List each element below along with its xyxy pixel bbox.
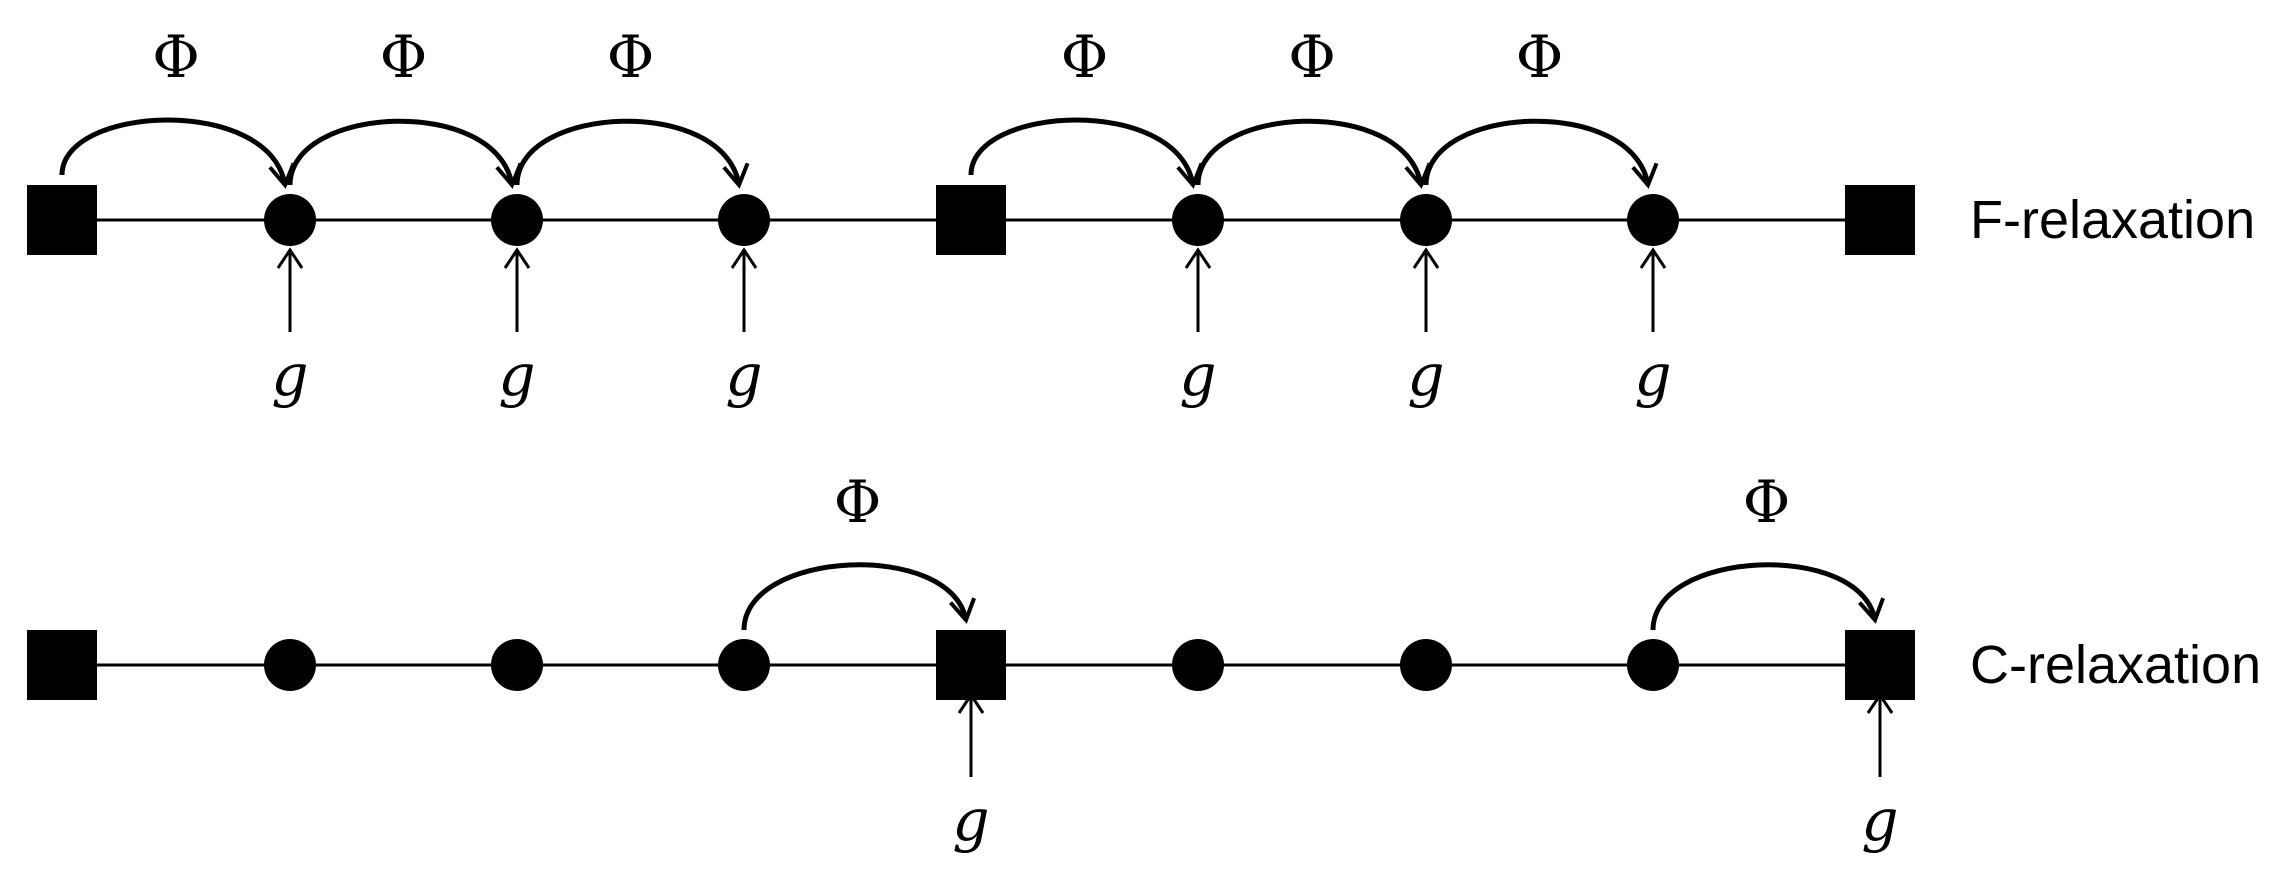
propagation-arrow <box>1195 118 1432 189</box>
propagation-arrow <box>1423 118 1659 189</box>
coarse-point-square <box>936 185 1006 255</box>
propagation-arrow <box>741 562 976 631</box>
fine-point-dot <box>1172 194 1224 246</box>
fine-point-dot <box>1627 194 1679 246</box>
fine-point-dot <box>491 194 543 246</box>
propagation-arrow <box>59 117 296 189</box>
forcing-arrowhead <box>276 247 304 269</box>
coarse-point-square <box>27 185 97 255</box>
propagation-arrow <box>968 117 1204 189</box>
fine-point-dot <box>1400 639 1452 691</box>
relaxation-label: C-relaxation <box>1970 635 2261 695</box>
phi-label: Φ <box>1288 23 1336 91</box>
coarse-point-square <box>1845 630 1915 700</box>
fine-point-dot <box>1400 194 1452 246</box>
forcing-arrowhead <box>503 247 531 269</box>
fine-point-dot <box>1172 639 1224 691</box>
coarse-point-square <box>27 630 97 700</box>
phi-label: Φ <box>1516 23 1564 91</box>
g-label: g <box>498 341 535 409</box>
phi-label: Φ <box>1743 468 1791 536</box>
phi-label: Φ <box>152 23 200 91</box>
g-label: g <box>725 341 762 409</box>
propagation-arrow <box>1650 562 1885 631</box>
g-label: g <box>1407 341 1444 409</box>
propagation-arrow <box>514 118 750 189</box>
c-relaxation-row: Φ Φg g C-relaxation <box>27 468 2261 854</box>
phi-label: Φ <box>607 23 655 91</box>
forcing-arrowhead <box>730 247 758 269</box>
fine-point-dot <box>1627 639 1679 691</box>
g-label: g <box>1634 341 1671 409</box>
f-relaxation-row: Φ Φ Φ Φ Φ Φg g g g g g F-relaxation <box>27 23 2255 409</box>
propagation-arrow <box>287 118 523 189</box>
g-label: g <box>1861 786 1898 854</box>
fine-point-dot <box>264 194 316 246</box>
g-label: g <box>271 341 308 409</box>
coarse-point-square <box>936 630 1006 700</box>
g-label: g <box>952 786 989 854</box>
forcing-arrowhead <box>1184 247 1212 269</box>
phi-label: Φ <box>380 23 428 91</box>
g-label: g <box>1179 341 1216 409</box>
phi-label: Φ <box>834 468 882 536</box>
fine-point-dot <box>264 639 316 691</box>
fine-point-dot <box>718 639 770 691</box>
forcing-arrowhead <box>1866 692 1894 714</box>
forcing-arrowhead <box>1412 247 1440 269</box>
coarse-point-square <box>1845 185 1915 255</box>
fine-point-dot <box>718 194 770 246</box>
fine-point-dot <box>491 639 543 691</box>
forcing-arrowhead <box>957 692 985 714</box>
relaxation-label: F-relaxation <box>1970 190 2255 250</box>
phi-label: Φ <box>1061 23 1109 91</box>
forcing-arrowhead <box>1639 247 1667 269</box>
